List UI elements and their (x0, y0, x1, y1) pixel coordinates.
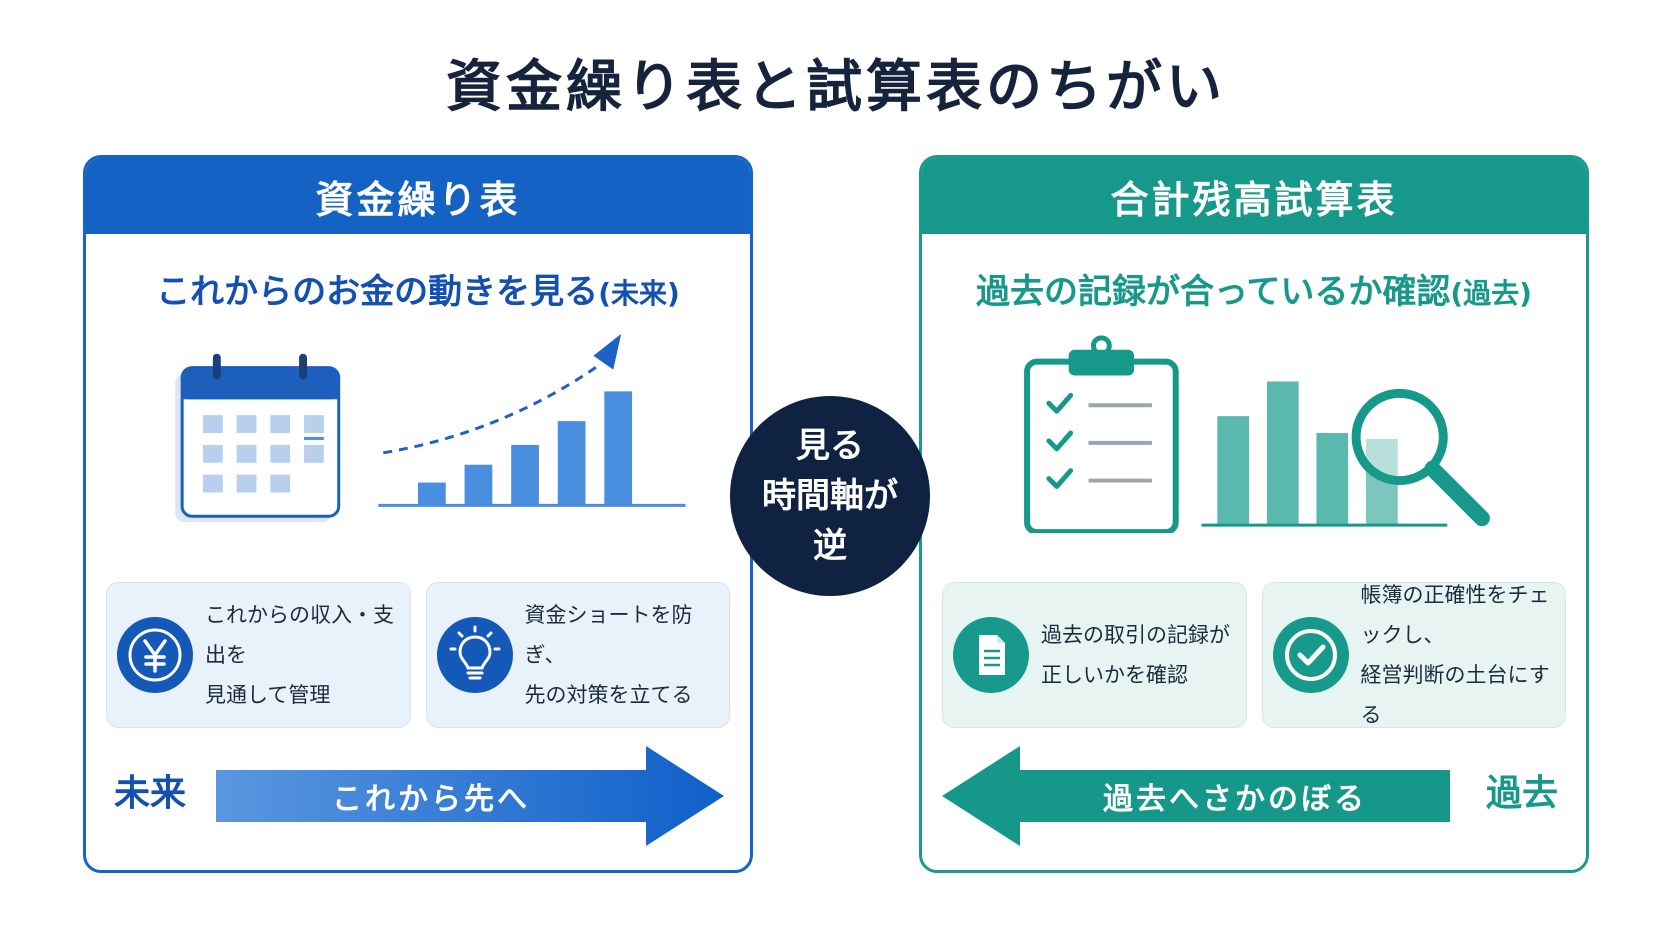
trial-balance-panel: 合計残高試算表 過去の記録が合っているか確認(過去) (919, 155, 1589, 873)
trial-balance-card-accuracy: 帳簿の正確性をチェックし、 経営判断の土台にする (1261, 582, 1566, 728)
trial-balance-subtitle-text: 過去の記録が合っているか確認 (976, 272, 1451, 312)
check-circle-icon (1272, 617, 1349, 693)
trial-balance-subtitle-tag: (過去) (1450, 277, 1532, 310)
calendar-icon (175, 353, 341, 523)
cashflow-subtitle-text: これからのお金の動きを見る (156, 272, 599, 312)
trial-balance-cards: 過去の取引の記録が 正しいかを確認 帳簿の正確性をチェックし、 経営判断の土台に… (942, 582, 1566, 728)
future-arrow-row: 未来 これから先へ (86, 746, 750, 846)
past-label: 過去 (1485, 773, 1558, 814)
cashflow-card-prevent: 資金ショートを防ぎ、 先の対策を立てる (425, 582, 730, 728)
trial-balance-card-verify: 過去の取引の記録が 正しいかを確認 (942, 582, 1247, 728)
cashflow-card-forecast: これからの収入・支出を 見通して管理 (106, 582, 411, 728)
future-label: 未来 (114, 773, 187, 814)
decline-bar-chart-icon (1201, 381, 1448, 527)
cashflow-card-prevent-text: 資金ショートを防ぎ、 先の対策を立てる (524, 603, 693, 707)
future-arrow-text: これから先へ (332, 782, 530, 817)
lightbulb-icon (436, 617, 513, 693)
trial-balance-card-accuracy-text: 帳簿の正確性をチェックし、 経営判断の土台にする (1360, 583, 1550, 727)
trial-balance-subtitle: 過去の記録が合っているか確認(過去) (922, 264, 1586, 313)
cashflow-subtitle-tag: (未来) (598, 277, 680, 310)
clipboard-checklist-icon (1024, 335, 1179, 533)
time-axis-badge-line-2: 時間軸が (762, 476, 898, 516)
growth-bar-chart-icon (378, 333, 686, 507)
page-title: 資金繰り表と試算表のちがい (446, 55, 1226, 120)
cashflow-cards: これからの収入・支出を 見通して管理 資金ショートを防ぎ、 先の対策を立てる (106, 582, 730, 728)
cashflow-subtitle: これからのお金の動きを見る(未来) (86, 264, 750, 313)
cashflow-panel: 資金繰り表 これからのお金の動きを見る(未来) (83, 155, 753, 873)
time-axis-badge-line-1: 見る (796, 426, 864, 466)
document-icon (953, 617, 1029, 693)
cashflow-card-forecast-text: これからの収入・支出を 見通して管理 (205, 603, 394, 707)
past-arrow-text: 過去へさかのぼる (1103, 782, 1367, 817)
magnifier-icon (1351, 388, 1490, 527)
past-arrow-row: 過去へさかのぼる 過去 (922, 746, 1586, 846)
cashflow-panel-header: 資金繰り表 (86, 158, 750, 234)
right-arrow-icon (216, 746, 724, 846)
left-arrow-icon (942, 746, 1450, 846)
trial-balance-illustration (1024, 335, 1490, 533)
time-axis-badge-line-3: 逆 (813, 526, 847, 566)
trial-balance-card-verify-text: 過去の取引の記録が 正しいかを確認 (1041, 623, 1230, 687)
time-axis-badge: 見る 時間軸が 逆 (730, 396, 930, 596)
trial-balance-panel-header: 合計残高試算表 (922, 158, 1586, 234)
cashflow-illustration (175, 333, 686, 523)
yen-icon (117, 617, 193, 693)
